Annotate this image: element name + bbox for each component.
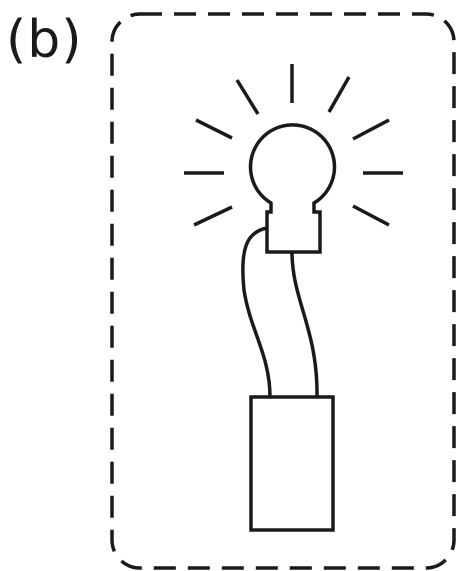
light-ray — [327, 76, 351, 113]
light-ray — [195, 118, 233, 140]
dashed-boundary — [110, 12, 456, 570]
light-ray — [352, 204, 390, 227]
panel-label: (b) — [6, 10, 83, 70]
light-ray — [352, 118, 390, 141]
wire-left — [241, 226, 272, 398]
light-bulb-icon — [248, 123, 337, 254]
light-ray — [193, 205, 233, 227]
battery-icon — [249, 395, 335, 532]
light-ray — [235, 79, 260, 115]
light-rays-icon — [184, 64, 403, 227]
wire-right — [290, 251, 319, 398]
